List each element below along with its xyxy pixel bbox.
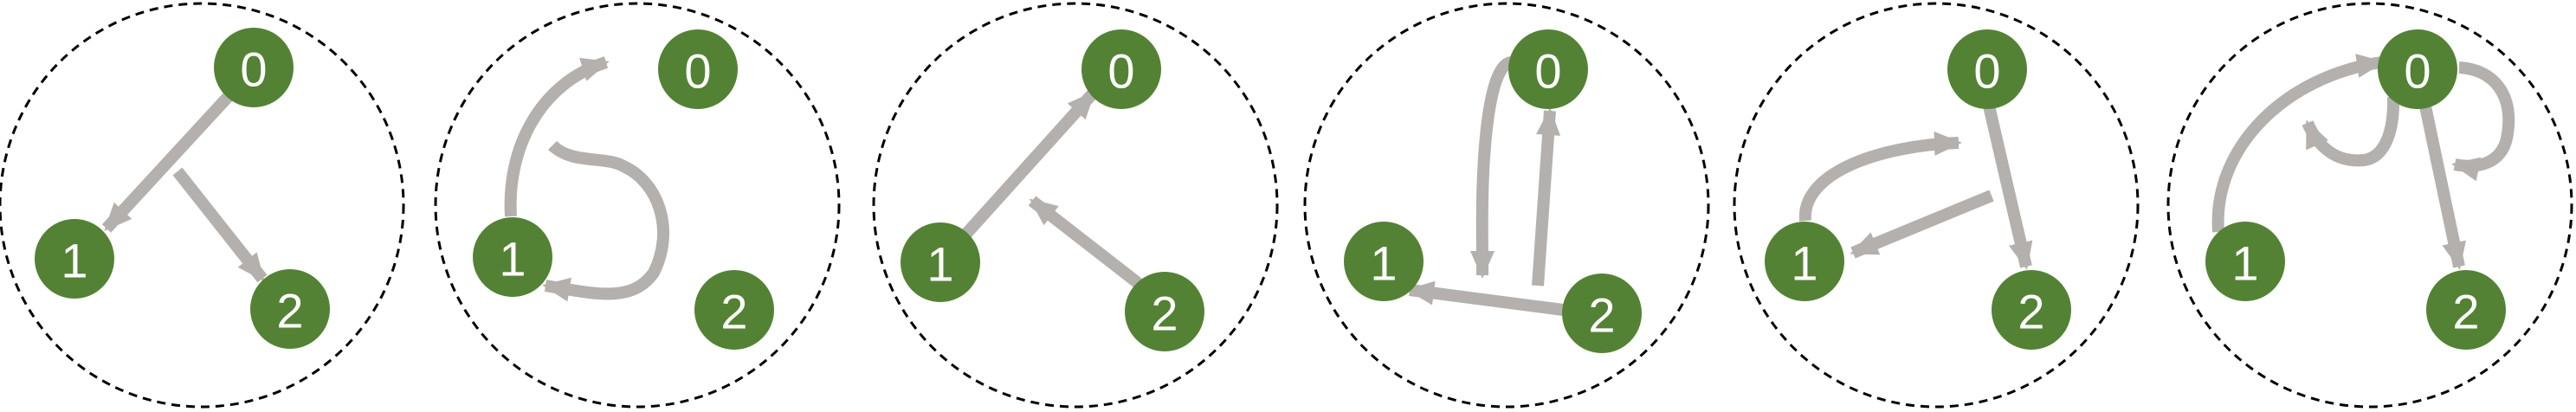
panel-boundary — [1733, 2, 2140, 409]
edge-0-to-2 — [2418, 100, 2466, 270]
node-2: 2 — [694, 270, 774, 350]
panel-boundary — [0, 2, 405, 409]
node-1: 1 — [901, 222, 980, 302]
node-2: 2 — [250, 269, 330, 349]
node-label: 0 — [1973, 44, 2000, 99]
panel-boundary — [872, 2, 1279, 409]
node-1: 1 — [35, 219, 114, 299]
edge-1-to-0 — [1798, 131, 1962, 222]
edge-0-to-1 — [1850, 190, 1994, 259]
node-label: 1 — [926, 237, 953, 292]
node-label: 2 — [1151, 286, 1178, 341]
node-2: 2 — [1562, 274, 1642, 353]
edge-1-to-0 — [2211, 54, 2385, 233]
panel-2: 0 1 2 — [434, 2, 841, 409]
node-1: 1 — [1344, 222, 1424, 301]
edge-1-self-loop — [542, 140, 670, 302]
node-label: 1 — [61, 234, 87, 288]
edge-0-to-2 — [172, 167, 268, 283]
node-label: 1 — [499, 232, 526, 286]
edge-2-to-1 — [1406, 280, 1564, 316]
node-1: 1 — [1765, 222, 1844, 301]
node-label: 0 — [1534, 44, 1561, 99]
edge-2-to-0 — [1028, 196, 1146, 291]
node-1: 1 — [473, 217, 552, 297]
node-label: 1 — [2231, 236, 2258, 291]
edge-0-to-2 — [1982, 100, 2033, 270]
node-2: 2 — [2426, 270, 2506, 350]
panel-boundary — [434, 2, 841, 409]
node-2: 2 — [1125, 272, 1204, 351]
edge-2-to-0 — [1532, 107, 1561, 286]
edge-1-to-0 — [504, 56, 610, 217]
panel-4: 0 1 2 — [1303, 2, 1710, 409]
node-0: 0 — [1947, 29, 2027, 109]
edge-0-self-loop-right — [2451, 61, 2515, 182]
panel-5: 0 1 2 — [1733, 2, 2140, 409]
node-label: 2 — [2452, 285, 2479, 339]
node-label: 0 — [1107, 44, 1134, 99]
edge-1-to-0 — [961, 89, 1098, 238]
node-1: 1 — [2205, 222, 2285, 301]
node-label: 2 — [720, 285, 747, 339]
panel-boundary — [1303, 2, 1710, 409]
edge-0-to-1 — [1470, 56, 1514, 279]
node-0: 0 — [1508, 29, 1588, 109]
panel-boundary — [2166, 2, 2573, 409]
node-label: 2 — [2018, 285, 2044, 339]
node-label: 1 — [1791, 236, 1817, 291]
panel-3: 0 1 2 — [872, 2, 1279, 409]
node-0: 0 — [658, 29, 738, 109]
node-label: 0 — [684, 44, 711, 99]
node-0: 0 — [1081, 29, 1161, 109]
node-0: 0 — [214, 28, 294, 107]
node-label: 1 — [1370, 236, 1397, 291]
node-0: 0 — [2378, 29, 2457, 109]
node-label: 0 — [2404, 44, 2431, 99]
edge-0-self-loop-left — [2302, 96, 2400, 167]
node-label: 2 — [276, 284, 303, 338]
panel-6: 0 1 2 — [2166, 2, 2573, 409]
node-label: 0 — [240, 42, 267, 97]
panel-1: 0 1 2 — [0, 2, 405, 409]
node-label: 2 — [1588, 288, 1615, 343]
node-2: 2 — [1992, 270, 2071, 350]
edge-0-to-1 — [101, 91, 235, 233]
